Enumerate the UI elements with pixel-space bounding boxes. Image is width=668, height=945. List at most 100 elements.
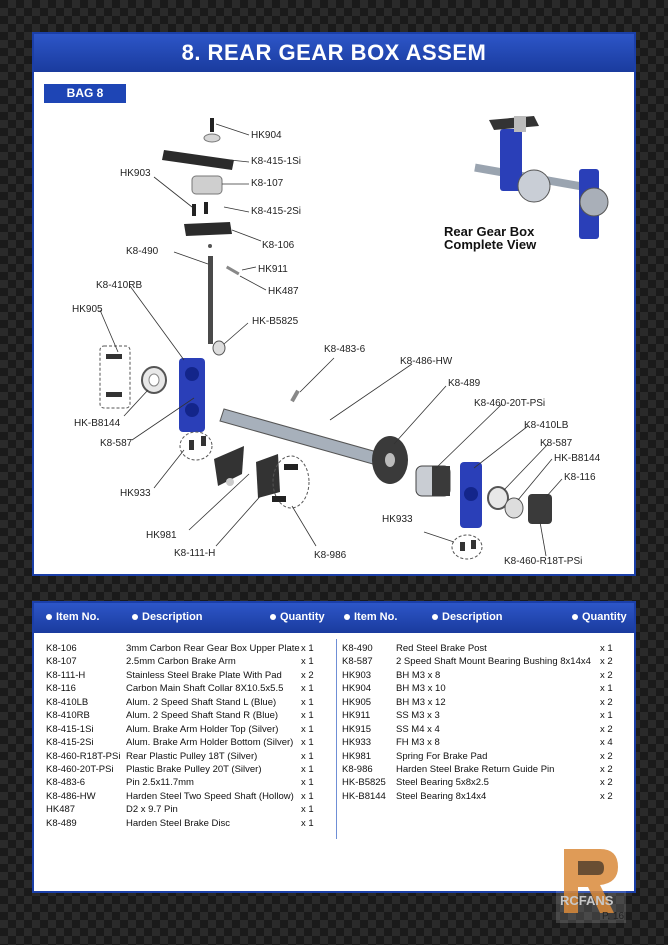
list-item-qty: x 2 [600, 696, 613, 708]
label-k8-490: K8-490 [126, 246, 159, 257]
label-hk-b8144-right: HK-B8144 [554, 453, 601, 464]
header-desc-left: Description [132, 611, 203, 623]
list-item-item: HK911 [342, 710, 371, 722]
label-hk487: HK487 [268, 286, 299, 297]
list-item-desc: FH M3 x 8 [396, 737, 440, 749]
label-hk904: HK904 [251, 130, 282, 141]
brake-disc-pulley [372, 436, 451, 497]
list-item-qty: x 2 [600, 750, 613, 762]
label-k8-410lb: K8-410LB [524, 420, 569, 431]
list-item-desc: Carbon Main Shaft Collar 8X10.5x5.5 [126, 683, 284, 695]
list-item-qty: x 1 [600, 643, 613, 654]
list-item-qty: x 1 [301, 683, 314, 695]
list-item-qty: x 2 [600, 763, 613, 775]
list-item-item: HK933 [342, 737, 372, 749]
list-item-item: HK905 [342, 696, 372, 708]
list-item-qty: x 2 [600, 777, 613, 789]
label-k8-489: K8-489 [448, 378, 481, 389]
list-item: K8-410RB Alum. 2 Speed Shaft Stand R (Blu… [46, 710, 334, 723]
complete-view-image [474, 116, 609, 239]
list-item: HK-B8144 Steel Bearing 8x14x4 x 2 [342, 791, 634, 804]
label-k8-415-2si: K8-415-2Si [251, 206, 301, 217]
list-item-item: HK-B5825 [342, 777, 386, 789]
list-item-qty: x 2 [600, 790, 613, 802]
list-item-desc: Steel Bearing 8x14x4 [396, 790, 487, 802]
parts-list-header: Item No. Description Quantity Item No. D… [34, 603, 634, 633]
list-item-qty: x 1 [301, 643, 314, 654]
label-k8-410rb: K8-410RB [96, 280, 142, 291]
list-item-qty: x 2 [301, 669, 314, 681]
header-qty-left: Quantity [270, 611, 325, 623]
list-item-desc: Red Steel Brake Post [396, 643, 487, 654]
list-item-desc: BH M3 x 8 [396, 669, 441, 681]
list-item: K8-986 Harden Steel Brake Return Guide Pi… [342, 764, 634, 777]
header-item-right: Item No. [344, 611, 397, 623]
list-item-desc: Stainless Steel Brake Plate With Pad [126, 669, 282, 681]
list-item-qty: x 1 [600, 683, 613, 695]
label-hk-b5825: HK-B5825 [252, 316, 299, 327]
label-hk933-left: HK933 [120, 488, 151, 499]
list-item-qty: x 1 [301, 737, 314, 749]
list-item-qty: x 1 [301, 710, 314, 722]
list-item-item: K8-489 [46, 817, 77, 829]
header-qty-right: Quantity [572, 611, 627, 623]
list-item-qty: x 1 [301, 723, 314, 735]
list-item-item: HK903 [342, 669, 372, 681]
label-k8-460-20t-psi: K8-460-20T-PSi [474, 398, 545, 409]
list-item-qty: x 1 [600, 710, 613, 722]
label-k8-106: K8-106 [262, 240, 295, 251]
list-item-desc: BH M3 x 10 [396, 683, 446, 695]
label-hk933-right: HK933 [382, 514, 413, 525]
list-item-item: K8-460-20T-PSi [46, 763, 114, 775]
label-k8-486-hw: K8-486-HW [400, 356, 453, 367]
list-item-desc: 2 Speed Shaft Mount Bearing Bushing 8x14… [396, 656, 591, 668]
label-k8-587-left: K8-587 [100, 438, 133, 449]
list-item-desc: Alum. 2 Speed Shaft Stand L (Blue) [126, 696, 277, 708]
label-k8-415-1si: K8-415-1Si [251, 156, 301, 167]
list-item-desc: Harden Steel Brake Disc [126, 817, 231, 829]
label-k8-483-6: K8-483-6 [324, 344, 366, 355]
list-item-desc: Alum. 2 Speed Shaft Stand R (Blue) [126, 710, 279, 722]
rcfans-logo: RCFANS P. 16 [556, 843, 626, 923]
label-k8-587-right: K8-587 [540, 438, 573, 449]
label-hk-b8144-left: HK-B8144 [74, 418, 121, 429]
list-item-desc: D2 x 9.7 Pin [126, 804, 178, 816]
list-item-item: HK487 [46, 804, 76, 816]
header-item-left: Item No. [46, 611, 99, 623]
list-item-item: K8-415-2Si [46, 737, 94, 749]
list-item-desc: Harden Steel Two Speed Shaft (Hollow) [126, 790, 294, 802]
list-item-desc: Alum. Brake Arm Holder Bottom (Silver) [126, 737, 294, 749]
list-item-item: K8-486-HW [46, 790, 96, 802]
list-item: K8-415-2Si Alum. Brake Arm Holder Bottom … [46, 737, 334, 750]
list-item-item: HK-B8144 [342, 790, 386, 802]
list-item-qty: x 2 [600, 669, 613, 681]
list-item-qty: x 1 [301, 790, 314, 802]
list-item-item: K8-116 [46, 683, 76, 695]
complete-view-subtitle: Complete View [444, 237, 537, 252]
list-item-item: K8-483-6 [46, 777, 86, 789]
list-item-item: K8-106 [46, 643, 77, 654]
complete-view-title: Rear Gear Box [444, 224, 535, 239]
list-item-item: K8-410RB [46, 710, 90, 722]
list-item: HK981 Spring For Brake Pad x 2 [342, 751, 634, 764]
list-item-item: HK981 [342, 750, 372, 762]
column-divider [336, 639, 337, 839]
exploded-diagram: Rear Gear Box Complete View [72, 116, 609, 567]
list-item-item: K8-986 [342, 763, 373, 775]
header-desc-right: Description [432, 611, 503, 623]
list-item-qty: x 1 [301, 656, 314, 668]
list-item-desc: Spring For Brake Pad [396, 750, 488, 762]
list-item-desc: Harden Steel Brake Return Guide Pin [396, 763, 555, 775]
list-item-desc: 2.5mm Carbon Brake Arm [126, 656, 236, 668]
